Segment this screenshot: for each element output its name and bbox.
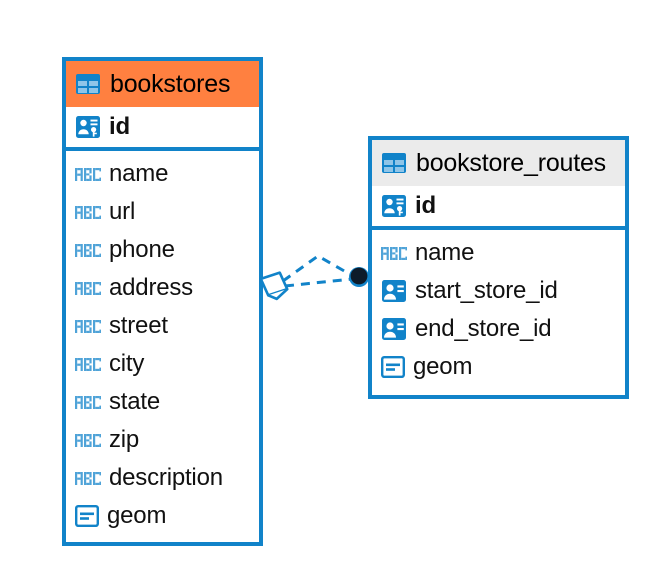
abc-text-icon <box>381 246 407 260</box>
body-spacer <box>66 535 259 541</box>
field-row-end-store-id[interactable]: end_store_id <box>372 310 625 348</box>
field-label: id <box>109 113 130 140</box>
foreign-key-icon <box>382 280 406 302</box>
field-label: url <box>109 198 136 225</box>
abc-text-icon <box>75 471 101 485</box>
field-row-start-store-id[interactable]: start_store_id <box>372 272 625 310</box>
primary-key-icon <box>382 195 406 217</box>
field-row-geom[interactable]: geom <box>66 497 259 535</box>
abc-text-icon <box>75 205 101 219</box>
entity-title: bookstores <box>110 69 231 98</box>
field-label: address <box>109 274 193 301</box>
foreign-key-icon <box>382 318 406 340</box>
field-label: name <box>109 160 169 187</box>
field-row-description[interactable]: description <box>66 459 259 497</box>
field-row-id[interactable]: id <box>66 107 259 151</box>
abc-text-icon <box>75 433 101 447</box>
table-grid-icon <box>382 153 406 173</box>
field-label: description <box>109 464 223 491</box>
field-row-phone[interactable]: phone <box>66 231 259 269</box>
field-label: zip <box>109 426 140 453</box>
field-row-url[interactable]: url <box>66 193 259 231</box>
field-label: name <box>415 239 475 266</box>
field-label: end_store_id <box>415 315 552 342</box>
field-label: phone <box>109 236 175 263</box>
field-row-address[interactable]: address <box>66 269 259 307</box>
field-row-name[interactable]: name <box>372 234 625 272</box>
field-label: geom <box>107 502 167 529</box>
geometry-icon <box>381 356 405 378</box>
abc-text-icon <box>75 319 101 333</box>
relationship-line-lower <box>284 277 353 288</box>
field-row-id[interactable]: id <box>372 186 625 230</box>
field-label: id <box>415 192 436 219</box>
field-label: geom <box>413 353 473 380</box>
field-label: city <box>109 350 145 377</box>
field-label: street <box>109 312 168 339</box>
field-row-state[interactable]: state <box>66 383 259 421</box>
primary-key-icon <box>76 116 100 138</box>
entity-table-bookstores[interactable]: bookstores id <box>62 57 263 546</box>
entity-header-bookstores[interactable]: bookstores <box>66 61 259 107</box>
field-row-city[interactable]: city <box>66 345 259 383</box>
entity-title: bookstore_routes <box>416 148 606 177</box>
field-row-street[interactable]: street <box>66 307 259 345</box>
field-row-name[interactable]: name <box>66 155 259 193</box>
abc-text-icon <box>75 243 101 257</box>
entity-table-bookstore-routes[interactable]: bookstore_routes id <box>368 136 629 399</box>
field-label: state <box>109 388 161 415</box>
filled-circle-marker <box>349 267 369 287</box>
abc-text-icon <box>75 395 101 409</box>
field-label: start_store_id <box>415 277 558 304</box>
abc-text-icon <box>75 167 101 181</box>
entity-header-bookstore-routes[interactable]: bookstore_routes <box>372 140 625 186</box>
geometry-icon <box>75 505 99 527</box>
abc-text-icon <box>75 357 101 371</box>
body-spacer <box>372 386 625 392</box>
diamond-marker <box>259 271 289 301</box>
entity-body-bookstore-routes: id name <box>372 186 625 392</box>
table-grid-icon <box>76 74 100 94</box>
field-row-zip[interactable]: zip <box>66 421 259 459</box>
entity-body-bookstores: id name <box>66 107 259 541</box>
field-row-geom[interactable]: geom <box>372 348 625 386</box>
relationship-line-upper <box>282 254 354 283</box>
abc-text-icon <box>75 281 101 295</box>
